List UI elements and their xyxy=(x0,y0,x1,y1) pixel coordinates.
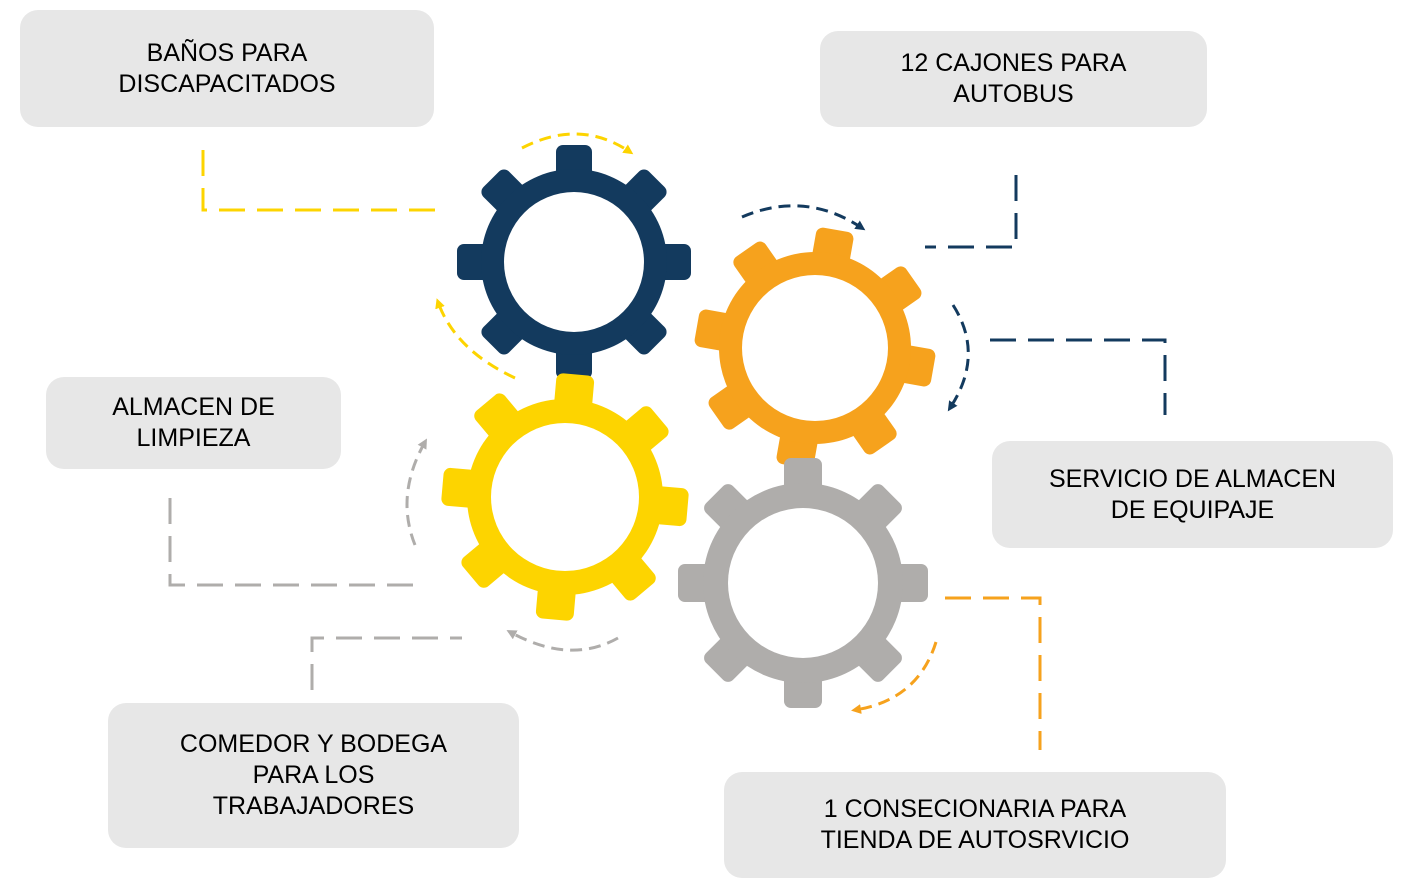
arrow-orange-bottom xyxy=(851,641,938,714)
gray-gear xyxy=(678,458,928,708)
arrow-navy-right xyxy=(947,304,970,412)
navy-gear xyxy=(457,145,691,379)
box-12-cajones-para-autobus: 12 CAJONES PARA AUTOBUS xyxy=(820,31,1207,127)
orange-gear xyxy=(694,227,936,469)
box-text-line: SERVICIO DE ALMACEN xyxy=(1048,464,1337,493)
box-comedor-y-bodega: COMEDOR Y BODEGA PARA LOS TRABAJADORES xyxy=(108,703,519,848)
box-text-line: LIMPIEZA xyxy=(136,424,251,452)
box-text-line: COMEDOR Y BODEGA xyxy=(179,730,448,758)
gear-hole xyxy=(742,275,888,421)
arrow-navy-top xyxy=(741,204,866,231)
box-1-consecionaria: 1 CONSECIONARIA PARA TIENDA DE AUTOSRVIC… xyxy=(724,772,1226,878)
arrow-gray-left xyxy=(405,438,427,546)
box-text-line: TIENDA DE AUTOSRVICIO xyxy=(820,826,1130,854)
box-text-line: PARA LOS xyxy=(252,761,375,789)
connector-cajones xyxy=(925,175,1018,249)
connector-consecionaria xyxy=(945,596,1042,750)
box-text-line: ALMACEN DE xyxy=(112,393,275,421)
connector-comedor xyxy=(310,636,462,690)
arrow-yellow-top xyxy=(521,132,634,155)
box-banos-para-discapacitados: BAÑOS PARA DISCAPACITADOS xyxy=(20,10,434,127)
box-servicio-de-almacen-de-equipaje: SERVICIO DE ALMACEN DE EQUIPAJE xyxy=(992,441,1393,548)
arrow-yellow-left xyxy=(435,298,516,380)
connector-banos xyxy=(201,150,440,212)
arrow-gray-bottom xyxy=(506,630,619,652)
box-text-line: BAÑOS PARA xyxy=(146,38,308,67)
box-text-line: 1 CONSECIONARIA PARA xyxy=(823,795,1127,823)
yellow-gear xyxy=(441,373,689,621)
gear-hole xyxy=(491,423,639,571)
connector-almacen-limpieza xyxy=(168,498,425,587)
box-text-line: 12 CAJONES PARA xyxy=(900,49,1127,77)
box-text-line: DISCAPACITADOS xyxy=(118,69,336,98)
gear-hole xyxy=(504,192,644,332)
gear-hole xyxy=(728,508,878,658)
box-text-line: TRABAJADORES xyxy=(212,792,415,820)
box-text-line: AUTOBUS xyxy=(953,80,1074,108)
box-almacen-de-limpieza: ALMACEN DE LIMPIEZA xyxy=(46,377,341,469)
box-text-line: DE EQUIPAJE xyxy=(1110,495,1275,524)
connector-equipaje xyxy=(990,338,1167,415)
